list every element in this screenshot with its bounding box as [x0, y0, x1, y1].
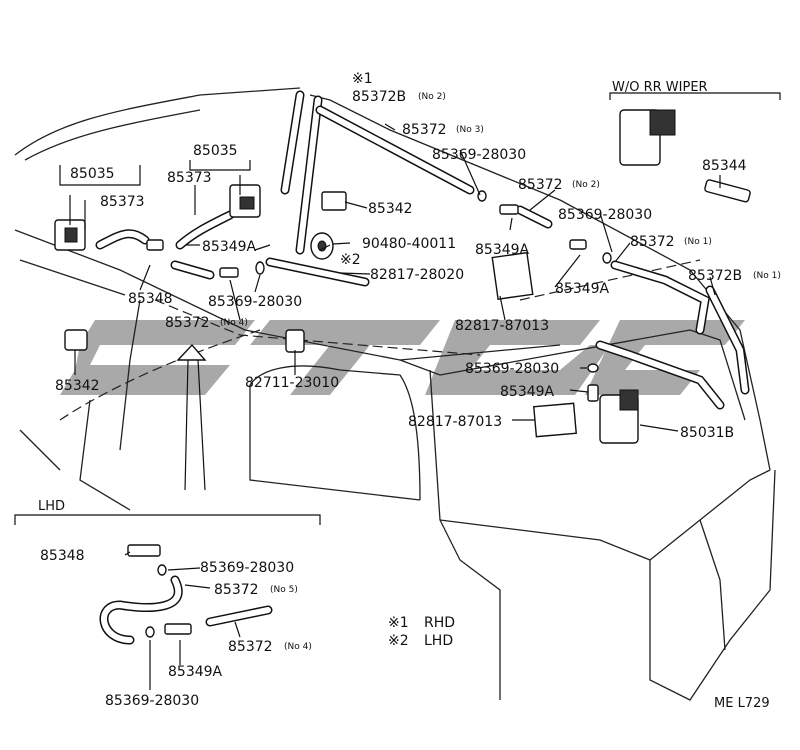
- label-85372b-no2-sub: (No 2): [418, 92, 446, 102]
- label-85372-no1-sub: (No 1): [684, 237, 712, 247]
- part-labels: ※1 85372B (No 2) 85372 (No 3) 85369-2803…: [55, 71, 781, 441]
- label-85372-no3-sub: (No 3): [456, 125, 484, 135]
- wo-wiper-title: W/O RR WIPER: [612, 80, 708, 95]
- label-85369-lower: 85369-28030: [465, 361, 559, 377]
- label-82817-28020: 82817-28020: [370, 267, 464, 283]
- label-85349a-right: 85349A: [555, 281, 610, 297]
- label-85373-b: 85373: [167, 170, 212, 186]
- connectors: [54, 109, 751, 444]
- label-85348: 85348: [128, 291, 173, 307]
- label-85372b-no1-sub: (No 1): [753, 271, 781, 281]
- label-82817-87013-a: 82817-87013: [455, 318, 549, 334]
- label-85372-no4-sub: (No 4): [220, 318, 248, 328]
- label-82711: 82711-23010: [245, 375, 339, 391]
- label-90480: 90480-40011: [362, 236, 456, 252]
- lhd-box: [14, 514, 321, 690]
- label-85369-left: 85369-28030: [208, 294, 302, 310]
- label-85369-top: 85369-28030: [432, 147, 526, 163]
- legend-rhd-text: RHD: [424, 615, 455, 631]
- hose-lines: [95, 90, 750, 410]
- lhd-label-85349a: 85349A: [168, 664, 223, 680]
- lhd-star-label: ※2: [340, 252, 361, 268]
- label-85372-no2: 85372: [518, 177, 563, 193]
- legend-lhd-mark: ※2: [388, 633, 409, 649]
- lhd-label-85369-b: 85369-28030: [105, 693, 199, 709]
- label-85349a-center: 85349A: [475, 242, 530, 258]
- lhd-label-85372-no4: 85372: [228, 639, 273, 655]
- label-85344: 85344: [702, 158, 747, 174]
- lhd-label-85372-no5-sub: (No 5): [270, 585, 298, 595]
- label-85372-no2-sub: (No 2): [572, 180, 600, 190]
- lhd-label-85369-a: 85369-28030: [200, 560, 294, 576]
- label-85369-mid: 85369-28030: [558, 207, 652, 223]
- figure-code: ME L729: [714, 696, 770, 711]
- label-85031b: 85031B: [680, 425, 734, 441]
- legend: ※1 RHD ※2 LHD: [388, 615, 455, 649]
- label-85342-left: 85342: [55, 378, 100, 394]
- vehicle-body: [14, 87, 776, 701]
- label-85373-a: 85373: [100, 194, 145, 210]
- rhd-star-label: ※1: [352, 71, 373, 87]
- label-85349a-lower: 85349A: [500, 384, 555, 400]
- label-82817-87013-b: 82817-87013: [408, 414, 502, 430]
- label-85372-no3: 85372: [402, 122, 447, 138]
- label-85035-a: 85035: [70, 166, 115, 182]
- lhd-labels: LHD 85348 85369-28030 85372 (No 5) 85372…: [38, 499, 312, 709]
- leader-lines: [59, 123, 721, 432]
- wo-wiper-bracket: [609, 92, 781, 100]
- label-85349a-left: 85349A: [202, 239, 257, 255]
- label-85035-b: 85035: [193, 143, 238, 159]
- label-85372b-no1: 85372B: [688, 268, 742, 284]
- label-85342-top: 85342: [368, 201, 413, 217]
- lhd-label-85348: 85348: [40, 548, 85, 564]
- arrow-indicator: [176, 343, 207, 491]
- lhd-label-85372-no4-sub: (No 4): [284, 642, 312, 652]
- lhd-title: LHD: [38, 499, 65, 514]
- legend-rhd-mark: ※1: [388, 615, 409, 631]
- lhd-label-85372-no5: 85372: [214, 582, 259, 598]
- label-85372-no4: 85372: [165, 315, 210, 331]
- label-85372-no1: 85372: [630, 234, 675, 250]
- legend-lhd-text: LHD: [424, 633, 453, 649]
- label-85372b-no2: 85372B: [352, 89, 406, 105]
